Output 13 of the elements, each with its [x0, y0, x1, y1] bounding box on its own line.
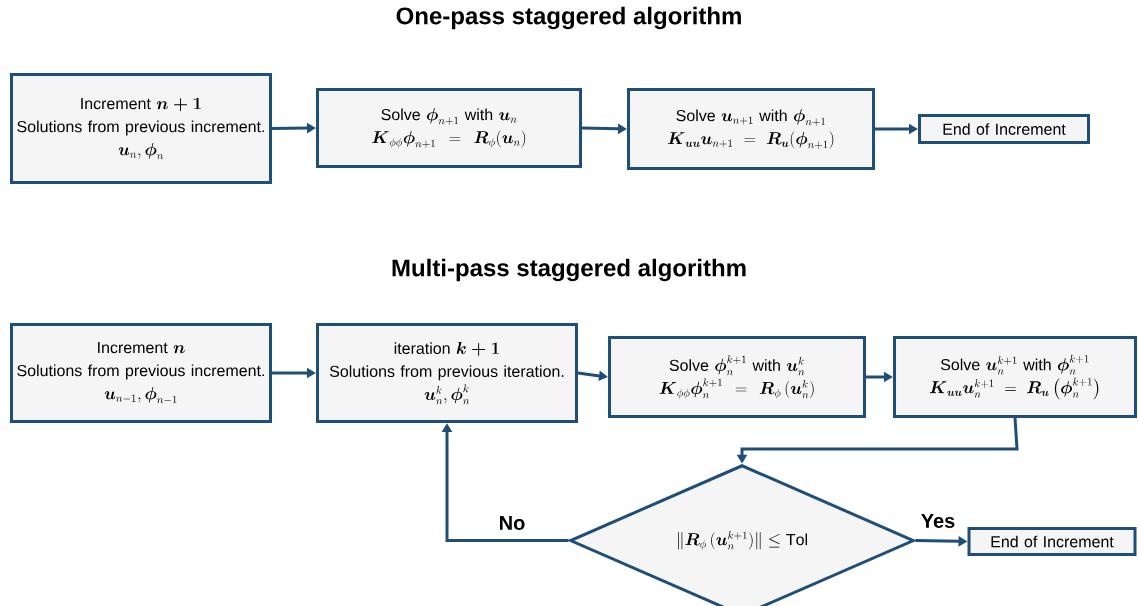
process-box: $\text{Solve }\boldsymbol{\phi}_n^{k+1}\text{ with }\boldsymbol{u}_n^k$ $\boldsymbol{K}_{\phi\phi}\boldsymbol{\phi}_n^{k+1}=\boldsymbol{R}_{\phi}\left(\boldsymbol{u}_n^k\right)$ — [608, 336, 866, 418]
title: Multi-pass staggered algorithm — [392, 258, 746, 282]
edge-label: No — [500, 516, 525, 530]
process-box: $\text{Solve }\boldsymbol{u}_n^{k+1}\text{ with }\boldsymbol{\phi}_n^{k+1}$ $\boldsymbol{K}_{\boldsymbol{uu}}\boldsymbol{u}_n^{k+1}=\boldsymbol{R}_{\boldsymbol{u}}\left(\boldsymbol{\phi}_n^{k+1}\right)$ — [893, 336, 1137, 418]
edge-label: Yes — [921, 514, 955, 528]
process-box: $\text{Solve }\boldsymbol{\phi}_{n+1}\text{ with }\boldsymbol{u}_n$ $\boldsymbol{K}_{\phi\phi}\boldsymbol{\phi}_{n+1}=\boldsymbol{R}_{\phi}(\boldsymbol{u}_n)$ — [316, 88, 582, 168]
process-box: $\text{iteration }\boldsymbol{k+1}$ Solutions from previous iteration. $\boldsymbol{u}_n^k, \boldsymbol{\phi}_n^k$ — [316, 323, 578, 423]
process-box: End of Increment — [918, 114, 1090, 144]
process-box: End of Increment — [967, 527, 1137, 556]
process-box: $\text{Increment }\boldsymbol{n}$ Solutions from previous increment. $\boldsymbol{u}_{n-1}, \boldsymbol{\phi}_{n-1}$ — [10, 323, 272, 423]
process-box: $\text{Solve }\boldsymbol{u}_{n+1}\text{ with }\boldsymbol{\phi}_{n+1}$ $\boldsymbol{K}_{\boldsymbol{uu}}\boldsymbol{u}_{n+1}=\boldsymbol{R}_{\boldsymbol{u}}(\boldsymbol{\phi}_{n+1})$ — [627, 88, 875, 170]
process-box: $\text{Increment }\boldsymbol{n+1}$ Solutions from previous increment. $\boldsymbol{u}_n, \boldsymbol{\phi}_n$ — [10, 73, 272, 184]
title: One-pass staggered algorithm — [396, 6, 741, 30]
